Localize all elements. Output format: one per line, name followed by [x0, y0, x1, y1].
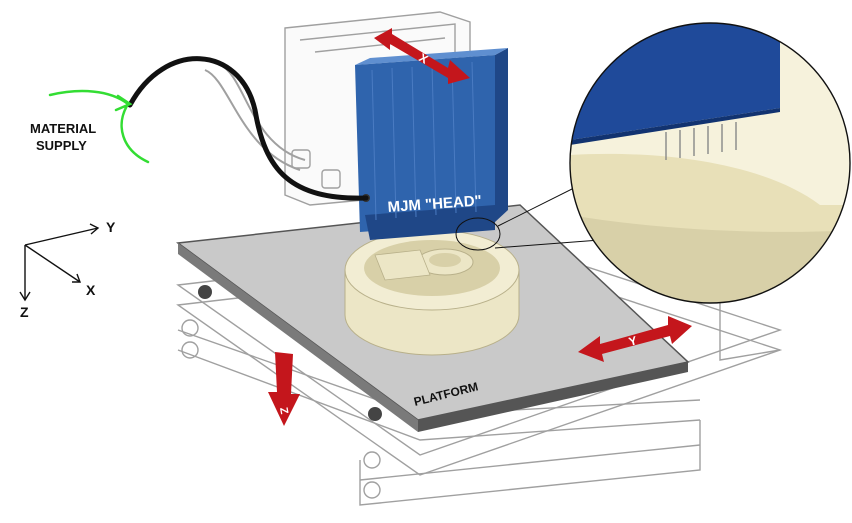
axis-x-label: X [86, 282, 96, 298]
y-motion-arrow-icon [578, 316, 692, 362]
detail-callout [455, 22, 851, 304]
x-motion-arrow-icon [374, 28, 470, 84]
material-supply-label-line2: SUPPLY [36, 138, 87, 153]
printed-part [344, 229, 520, 356]
head-label: MJM "HEAD" [387, 192, 482, 216]
z-motion-arrow-icon [268, 352, 300, 426]
material-supply-hose [127, 56, 369, 201]
mjm-head [355, 48, 508, 240]
axis-z-label: Z [20, 304, 29, 320]
material-supply-label-line1: MATERIAL [30, 121, 96, 136]
y-motion-label: Y [627, 333, 638, 349]
coordinate-axes [19, 223, 100, 302]
axis-y-label: Y [106, 219, 116, 235]
z-motion-label: Z [277, 406, 290, 415]
green-supply-arrow-icon [48, 89, 150, 164]
